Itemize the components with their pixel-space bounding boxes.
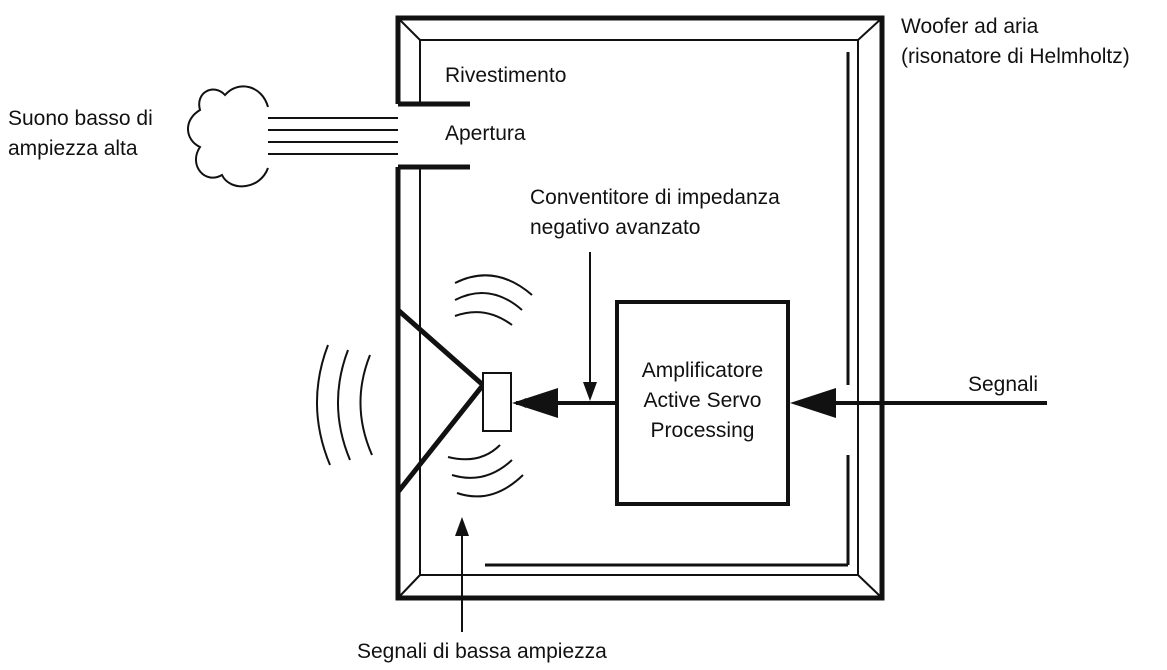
vent-sound-lines xyxy=(268,117,398,155)
segnali-bassa-label: Segnali di bassa ampiezza xyxy=(357,640,607,663)
woofer-title-line2: (risonatore di Helmholtz) xyxy=(901,45,1130,68)
amplifier-label-line3: Processing xyxy=(650,419,755,442)
suono-label-line1: Suono basso di xyxy=(8,107,153,130)
amplifier-label-line1: Amplificatore xyxy=(641,359,764,382)
converter-pointer-arrowhead xyxy=(583,382,597,401)
signal-input-arrowhead xyxy=(790,388,836,418)
segnali-label: Segnali xyxy=(968,373,1039,396)
woofer-title: Woofer ad aria (risonatore di Helmholtz) xyxy=(901,12,1130,72)
suono-label-line2: ampiezza alta xyxy=(8,137,138,160)
sound-cloud-icon xyxy=(187,85,269,188)
amplifier-label-line2: Active Servo xyxy=(643,389,762,412)
outside-sound-waves xyxy=(316,344,373,466)
upper-sound-waves xyxy=(454,274,533,326)
lower-sound-waves xyxy=(447,444,524,498)
lining-inner-frame xyxy=(397,17,883,599)
convertitore-label-line2: negativo avanzato xyxy=(530,216,701,239)
speaker-cone xyxy=(396,308,487,494)
cabinet-outer-wall xyxy=(395,15,885,601)
amp-to-coil-arrowhead xyxy=(512,388,558,418)
rivestimento-label: Rivestimento xyxy=(445,64,567,87)
amplifier-label: Amplificatore Active Servo Processing xyxy=(617,356,788,446)
woofer-title-line1: Woofer ad aria xyxy=(901,15,1039,38)
low-signals-pointer-arrowhead xyxy=(455,517,469,536)
convertitore-label: Conventitore di impedanza negativo avanz… xyxy=(530,183,780,243)
suono-label: Suono basso di ampiezza alta xyxy=(8,104,153,164)
amplifier-box xyxy=(615,300,790,506)
convertitore-label-line1: Conventitore di impedanza xyxy=(530,186,780,209)
apertura-label: Apertura xyxy=(445,122,526,145)
voice-coil xyxy=(482,372,512,432)
